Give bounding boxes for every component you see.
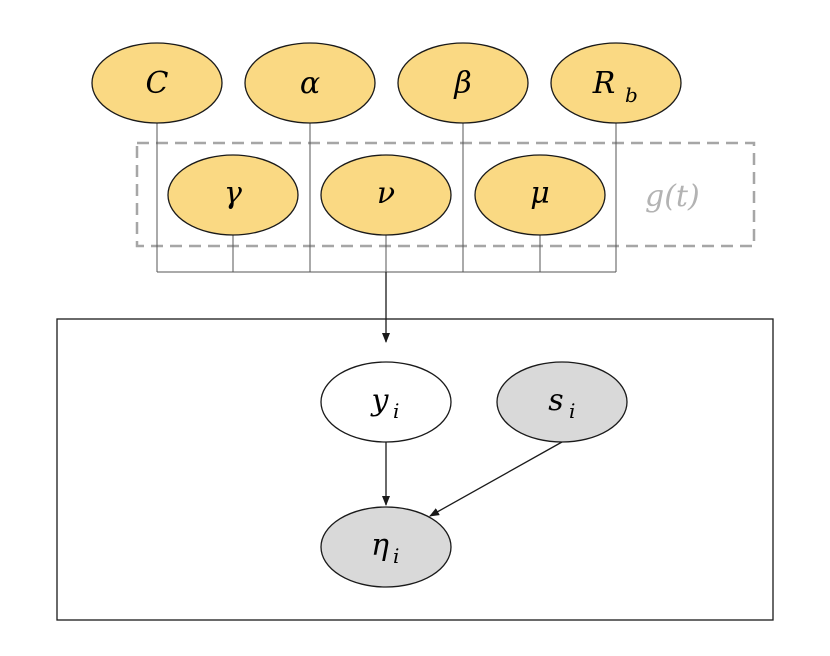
node-R_b: R b xyxy=(550,42,682,124)
node-mu-label: μ xyxy=(530,176,550,211)
node-y_i-ellipse xyxy=(320,361,452,443)
node-y_i-subscript: i xyxy=(393,399,399,423)
node-y_i: y i xyxy=(320,361,452,443)
node-s_i: s i xyxy=(496,361,628,443)
node-R_b-ellipse xyxy=(550,42,682,124)
plate xyxy=(56,318,774,621)
node-beta: β xyxy=(397,42,529,124)
node-nu: ν xyxy=(320,154,452,236)
node-gamma-label: γ xyxy=(224,176,242,211)
node-eta_i-ellipse xyxy=(320,506,452,588)
node-alpha-label: α xyxy=(300,66,320,101)
node-gamma-ellipse xyxy=(167,154,299,236)
node-s_i-ellipse xyxy=(496,361,628,443)
edge-s-to-eta xyxy=(429,441,563,517)
node-eta_i-subscript: i xyxy=(393,544,399,568)
node-y_i-label: y xyxy=(370,383,390,418)
node-C-ellipse xyxy=(91,42,223,124)
node-R_b-label: R xyxy=(592,66,616,101)
node-nu-ellipse xyxy=(320,154,452,236)
node-s_i-subscript: i xyxy=(569,399,575,423)
node-s_i-label: s xyxy=(548,383,563,418)
g-t-group-box xyxy=(135,141,756,248)
node-mu: μ xyxy=(474,154,606,236)
node-beta-label: β xyxy=(453,66,471,101)
node-eta_i-label: η xyxy=(371,528,389,563)
node-mu-ellipse xyxy=(474,154,606,236)
node-C: C xyxy=(91,42,223,124)
node-gamma: γ xyxy=(167,154,299,236)
node-eta_i: η i xyxy=(320,506,452,588)
node-nu-label: ν xyxy=(377,176,395,211)
g-t-label: g(t) xyxy=(645,179,700,214)
node-C-label: C xyxy=(146,66,169,101)
node-beta-ellipse xyxy=(397,42,529,124)
node-R_b-subscript: b xyxy=(625,83,638,107)
node-alpha-ellipse xyxy=(244,42,376,124)
node-alpha: α xyxy=(244,42,376,124)
